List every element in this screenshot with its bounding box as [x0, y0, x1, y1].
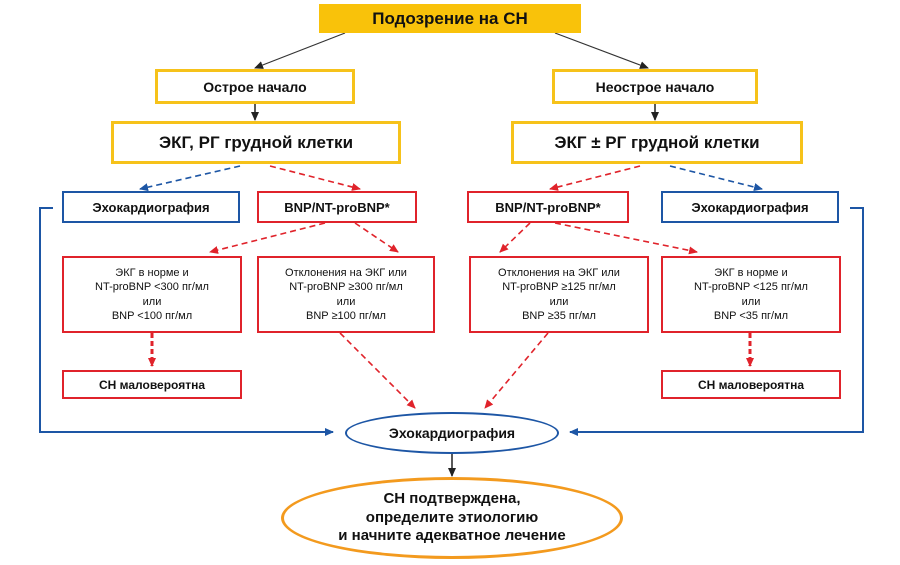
hf-unlikely-left-box: СН маловероятна — [62, 370, 242, 399]
criteria-line: BNP ≥100 пг/мл — [306, 309, 386, 322]
hf-unlikely-right-box: СН маловероятна — [661, 370, 841, 399]
suspected-hf-label: Подозрение на СН — [372, 8, 528, 28]
criteria-line: или — [142, 295, 162, 308]
result-line: и начните адекватное лечение — [338, 527, 566, 545]
hf-unlikely-left-label: СН маловероятна — [98, 377, 206, 392]
nonacute-onset-box: Неострое начало — [552, 69, 758, 104]
criteria-line: NT-proBNP <300 пг/мл — [95, 281, 209, 294]
acute-onset-box: Острое начало — [155, 69, 355, 104]
ecg-xray-left-box: ЭКГ, РГ грудной клетки — [111, 121, 401, 164]
criteria-line: или — [741, 295, 761, 308]
criteria-line: BNP ≥35 пг/мл — [522, 309, 596, 322]
normal-criteria-right-box: ЭКГ в норме и NT-proBNP <125 пг/мл или B… — [661, 256, 841, 333]
echo-right-box: Эхокардиография — [661, 191, 839, 223]
abnormal-criteria-right-box: Отклонения на ЭКГ или NT-proBNP ≥125 пг/… — [469, 256, 649, 333]
result-line: СН подтверждена, — [383, 489, 521, 507]
criteria-line: Отклонения на ЭКГ или — [498, 266, 620, 279]
nonacute-onset-label: Неострое начало — [595, 78, 715, 95]
bnp-left-box: BNP/NT-proBNP* — [257, 191, 417, 223]
criteria-line: NT-proBNP ≥125 пг/мл — [502, 281, 616, 294]
hf-unlikely-right-label: СН маловероятна — [697, 377, 805, 392]
criteria-line: BNP <35 пг/мл — [713, 309, 789, 322]
bnp-right-box: BNP/NT-proBNP* — [467, 191, 629, 223]
criteria-line: BNP <100 пг/мл — [111, 309, 193, 322]
hf-confirmed-ellipse: СН подтверждена, определите этиологию и … — [281, 477, 623, 559]
echo-left-label: Эхокардиография — [92, 199, 210, 215]
ecg-xray-right-box: ЭКГ ± РГ грудной клетки — [511, 121, 803, 164]
echo-left-box: Эхокардиография — [62, 191, 240, 223]
abnormal-criteria-left-box: Отклонения на ЭКГ или NT-proBNP ≥300 пг/… — [257, 256, 435, 333]
bnp-right-label: BNP/NT-proBNP* — [495, 199, 601, 215]
criteria-line: ЭКГ в норме и — [115, 266, 189, 279]
criteria-line: NT-proBNP <125 пг/мл — [694, 281, 808, 294]
suspected-hf-box: Подозрение на СН — [319, 4, 581, 33]
center-echo-ellipse: Эхокардиография — [345, 412, 559, 454]
acute-onset-label: Острое начало — [203, 78, 307, 95]
ecg-xray-left-label: ЭКГ, РГ грудной клетки — [158, 132, 354, 152]
criteria-line: или — [549, 295, 569, 308]
criteria-line: или — [336, 295, 356, 308]
criteria-line: Отклонения на ЭКГ или — [285, 266, 407, 279]
criteria-line: NT-proBNP ≥300 пг/мл — [289, 281, 403, 294]
bnp-left-label: BNP/NT-proBNP* — [284, 199, 390, 215]
echo-right-label: Эхокардиография — [691, 199, 809, 215]
criteria-line: ЭКГ в норме и — [714, 266, 788, 279]
result-line: определите этиологию — [365, 508, 539, 526]
normal-criteria-left-box: ЭКГ в норме и NT-proBNP <300 пг/мл или B… — [62, 256, 242, 333]
center-echo-label: Эхокардиография — [388, 425, 516, 441]
ecg-xray-right-label: ЭКГ ± РГ грудной клетки — [554, 132, 760, 152]
